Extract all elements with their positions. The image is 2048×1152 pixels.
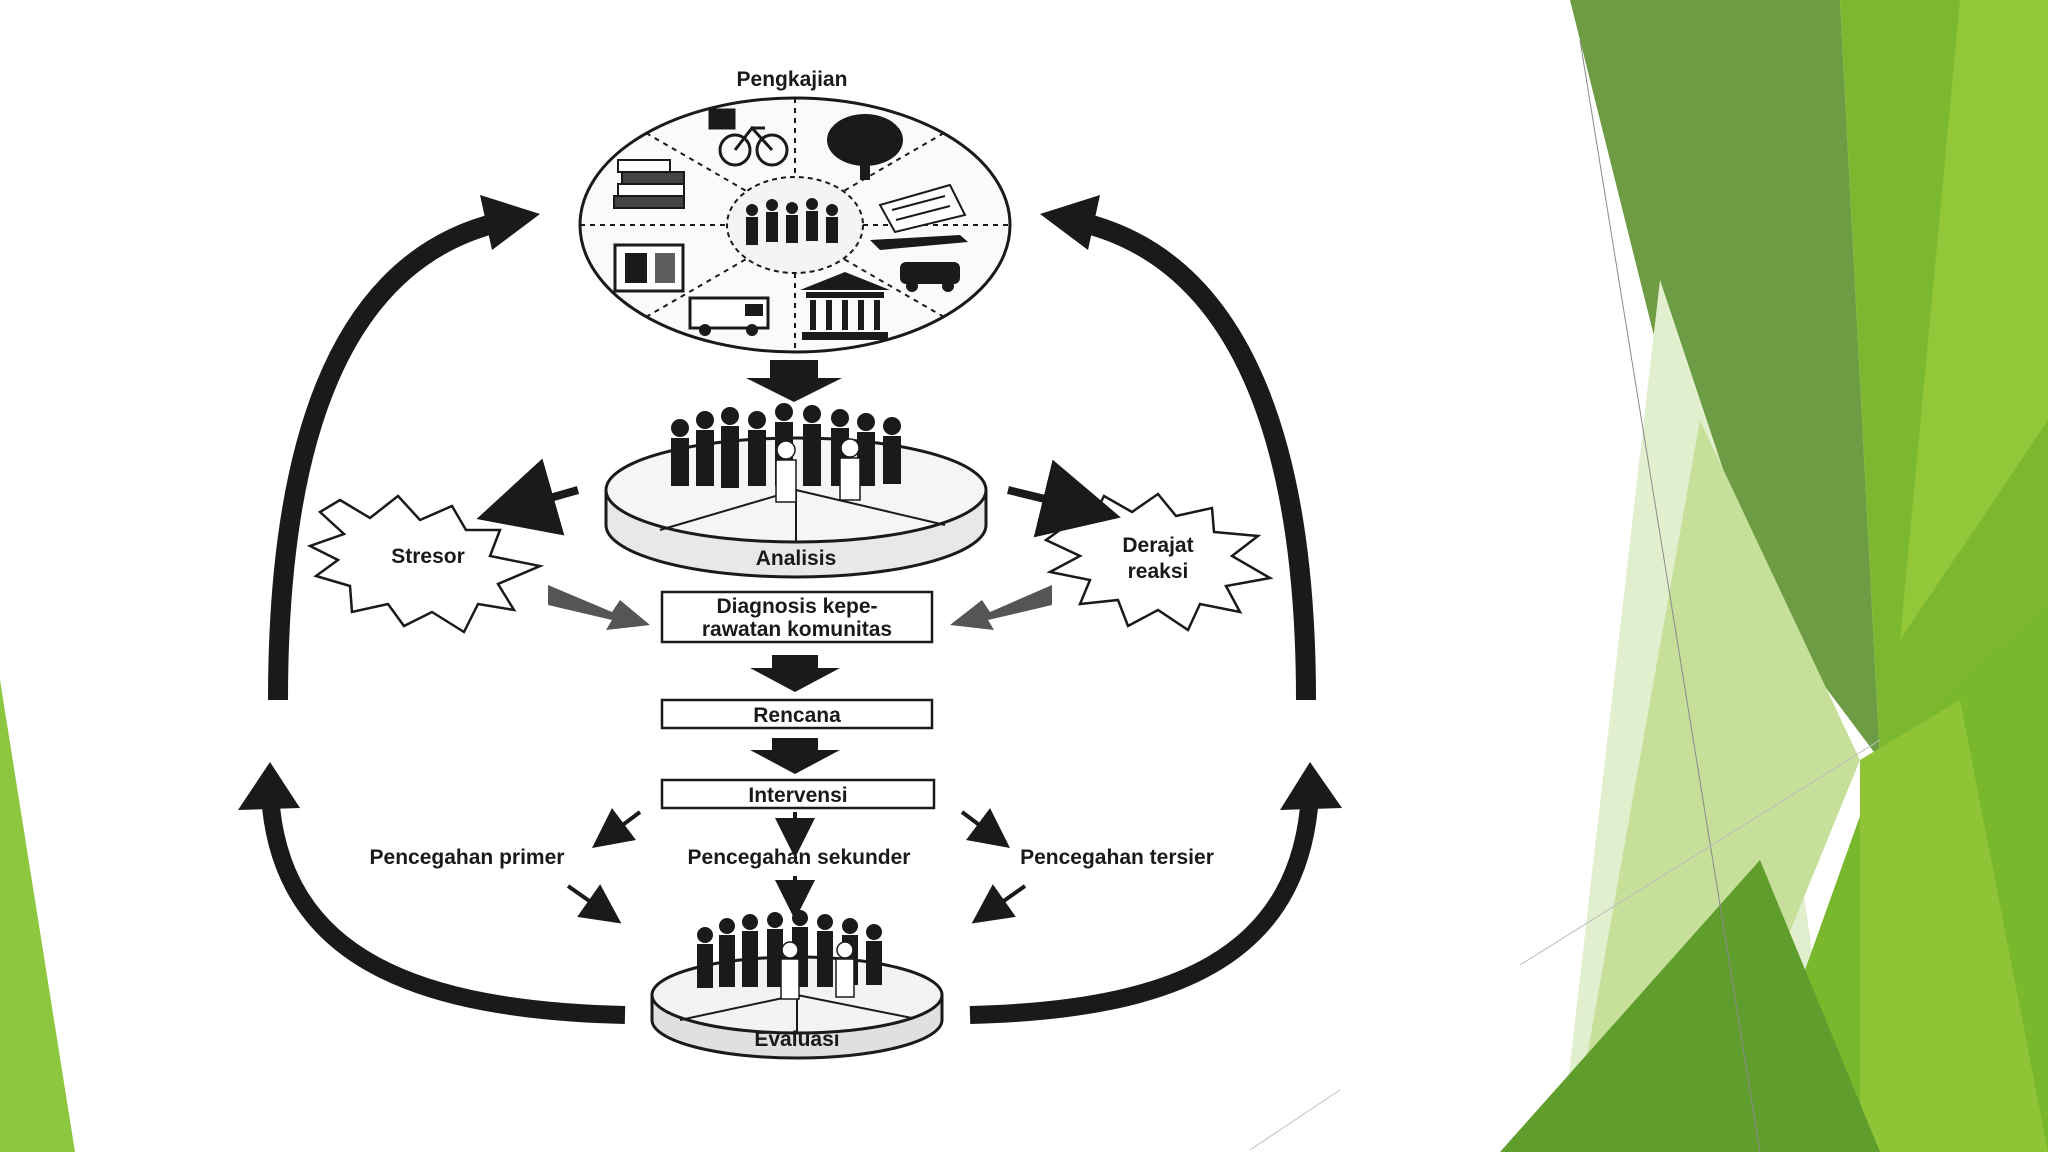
label-rencana: Rencana	[753, 704, 841, 727]
arrow-to-primer	[592, 808, 642, 848]
right-accent-shape-3	[1900, 0, 2048, 640]
right-accent-shape-7	[1860, 700, 2048, 1152]
money-icon	[613, 159, 685, 209]
cycle-arrow-left-upper	[268, 195, 540, 701]
assessment-circle	[578, 96, 1012, 354]
airplane-car-icon	[870, 235, 968, 292]
arrow-to-derajat	[1007, 459, 1121, 538]
building-icon	[800, 272, 890, 340]
arrow-down-2	[750, 655, 840, 692]
ambulance-icon	[688, 296, 770, 336]
label-reaksi: reaksi	[1128, 560, 1189, 583]
cycle-arrow-left-lower	[238, 762, 626, 1024]
label-analisis: Analisis	[756, 547, 837, 570]
arrow-primer-to-evaluasi	[566, 884, 622, 924]
analysis-disk	[604, 403, 988, 579]
right-accent-shape-5	[1570, 420, 1860, 1152]
right-accent-shape-8	[1500, 860, 1880, 1152]
arrow-derajat-to-diagnosis	[950, 585, 1052, 630]
diagnosis-box	[660, 590, 934, 644]
evaluation-disk	[650, 910, 944, 1060]
arrow-to-tersier	[960, 808, 1010, 848]
label-evaluasi: Evaluasi	[754, 1028, 839, 1051]
label-pengkajian: Pengkajian	[737, 68, 848, 91]
label-diagnosis-line1: Diagnosis kepe-	[716, 595, 877, 618]
arrow-stresor-to-diagnosis	[548, 585, 650, 630]
tree-icon	[827, 114, 903, 180]
label-stresor: Stresor	[391, 545, 465, 568]
arrow-tersier-to-evaluasi	[971, 884, 1027, 924]
cycle-arrow-right-lower	[969, 762, 1342, 1024]
label-pencegahan-primer: Pencegahan primer	[370, 846, 565, 869]
label-intervensi: Intervensi	[748, 784, 847, 807]
label-derajat: Derajat	[1122, 534, 1193, 557]
telephone-icon	[613, 243, 685, 293]
label-diagnosis-line2: rawatan komunitas	[702, 618, 892, 641]
label-pencegahan-tersier: Pencegahan tersier	[1020, 846, 1214, 869]
right-accent-shape-1	[1570, 0, 1880, 760]
bicycle-icon	[708, 108, 789, 167]
crowd-icon	[746, 198, 838, 245]
left-accent-shape	[0, 680, 75, 1152]
label-pencegahan-sekunder: Pencegahan sekunder	[688, 846, 911, 869]
plan-box	[660, 698, 934, 730]
cycle-arrow-right-upper	[1040, 195, 1316, 701]
arrow-down-1	[746, 360, 842, 402]
document-icon	[878, 183, 967, 234]
arrow-to-stresor	[476, 458, 580, 536]
intervention-box	[660, 778, 936, 810]
arrow-down-3	[750, 738, 840, 774]
